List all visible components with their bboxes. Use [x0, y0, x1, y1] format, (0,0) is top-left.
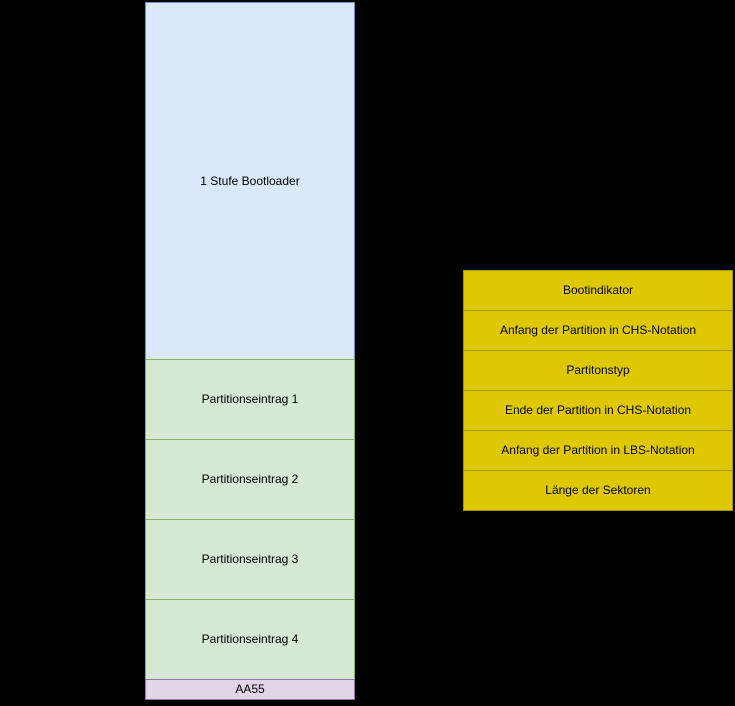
- mbr-partition-entry-1: Partitionseintrag 1: [145, 359, 355, 440]
- field-boot-indicator-label: Bootindikator: [562, 283, 634, 298]
- mbr-partition-entry-3: Partitionseintrag 3: [145, 519, 355, 600]
- mbr-bootloader-label: 1 Stufe Bootloader: [200, 173, 300, 188]
- field-lbs-start-label: Anfang der Partition in LBS-Notation: [501, 443, 695, 458]
- mbr-partition-entry-4-label: Partitionseintrag 4: [201, 632, 299, 647]
- mbr-signature-block: AA55: [145, 679, 355, 700]
- mbr-signature-label: AA55: [235, 682, 265, 697]
- field-sector-length: Länge der Sektoren: [463, 470, 733, 511]
- mbr-bootloader-block: 1 Stufe Bootloader: [145, 2, 355, 360]
- field-chs-start-label: Anfang der Partition in CHS-Notation: [499, 323, 697, 338]
- field-chs-end: Ende der Partition in CHS-Notation: [463, 390, 733, 431]
- mbr-partition-entry-4: Partitionseintrag 4: [145, 599, 355, 680]
- mbr-partition-entry-3-label: Partitionseintrag 3: [201, 552, 299, 567]
- mbr-partition-entry-2: Partitionseintrag 2: [145, 439, 355, 520]
- mbr-partition-entry-1-label: Partitionseintrag 1: [201, 392, 299, 407]
- field-partition-type: Partitonstyp: [463, 350, 733, 391]
- field-lbs-start: Anfang der Partition in LBS-Notation: [463, 430, 733, 471]
- field-chs-start: Anfang der Partition in CHS-Notation: [463, 310, 733, 351]
- field-chs-end-label: Ende der Partition in CHS-Notation: [504, 403, 692, 418]
- mbr-partition-entry-2-label: Partitionseintrag 2: [201, 472, 299, 487]
- field-sector-length-label: Länge der Sektoren: [545, 483, 651, 498]
- field-boot-indicator: Bootindikator: [463, 270, 733, 311]
- field-partition-type-label: Partitonstyp: [566, 363, 630, 378]
